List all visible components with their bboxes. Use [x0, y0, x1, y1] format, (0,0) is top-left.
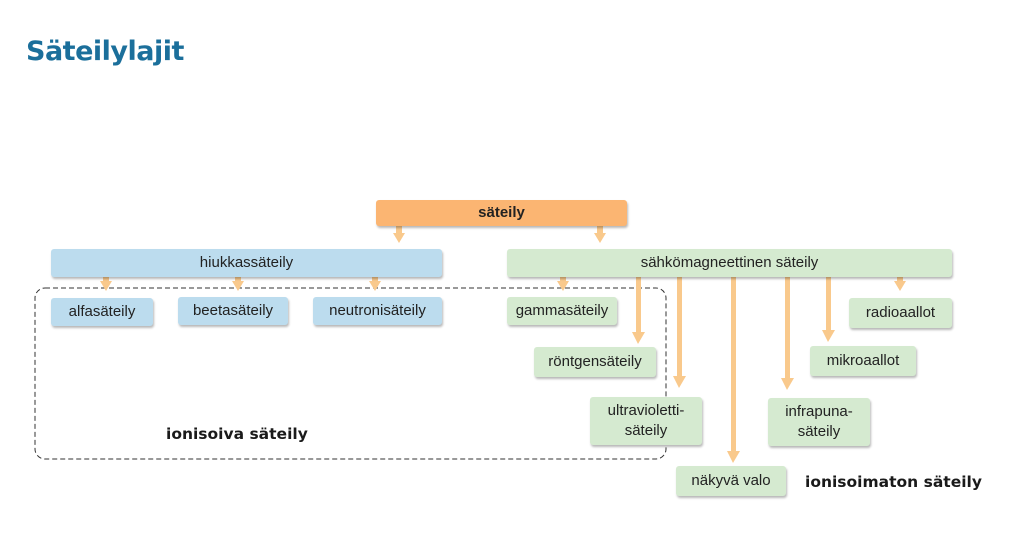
- node-radioaallot: radioaallot: [849, 298, 952, 328]
- arrow-em-to-gamma: [557, 277, 569, 291]
- node-nakyva-valo: näkyvä valo: [676, 466, 786, 496]
- node-neutronisateily: neutronisäteily: [313, 297, 442, 325]
- arrow-em-to-visible: [727, 277, 740, 463]
- ionizing-region-boundary: [34, 287, 667, 460]
- arrow-particle-to-neutron: [369, 277, 381, 291]
- node-mikroaallot: mikroaallot: [810, 346, 916, 376]
- arrow-em-to-xray: [632, 277, 645, 344]
- arrow-particle-to-beta: [232, 277, 244, 291]
- label-ionisoiva-sateily: ionisoiva säteily: [166, 425, 308, 443]
- node-ultraviolettisateily: ultravioletti- säteily: [590, 397, 702, 445]
- arrow-em-to-ir: [781, 277, 794, 390]
- node-sahkomagneettinen-sateily: sähkömagneettinen säteily: [507, 249, 952, 277]
- arrow-em-to-micro: [822, 277, 835, 342]
- arrow-em-to-radio: [894, 277, 906, 291]
- node-beetasateily: beetasäteily: [178, 297, 288, 325]
- arrow-root-to-particle: [393, 226, 405, 243]
- arrow-em-to-uv: [673, 277, 686, 388]
- node-alfasateily: alfasäteily: [51, 298, 153, 326]
- page-title: Säteilylajit: [26, 36, 184, 67]
- arrow-root-to-em: [594, 226, 606, 243]
- node-rontgensateily: röntgensäteily: [534, 347, 656, 377]
- node-infrapunasateily: infrapuna- säteily: [768, 398, 870, 446]
- label-ionisoimaton-sateily: ionisoimaton säteily: [805, 473, 982, 491]
- node-hiukkassateily: hiukkassäteily: [51, 249, 442, 277]
- node-sateily: säteily: [376, 200, 627, 226]
- node-gammasateily: gammasäteily: [507, 297, 617, 325]
- arrow-particle-to-alpha: [100, 277, 112, 291]
